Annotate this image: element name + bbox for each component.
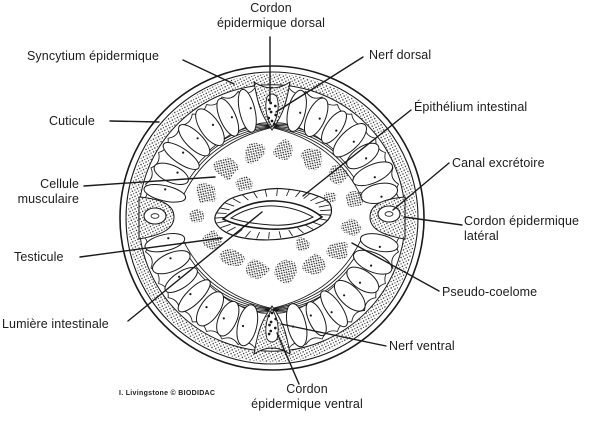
label-cordon-epidermique-lateral: Cordon épidermique latéral (464, 214, 580, 243)
leader-canal-excretoire (392, 162, 450, 211)
lateral-cord-left (138, 196, 175, 240)
leader-nerf-dorsal (275, 56, 364, 113)
label-cellule-musculaire: Cellule musculaire (17, 177, 79, 206)
leader-cordon-lateral (403, 216, 463, 226)
intestinal-lumen (221, 200, 324, 230)
leader-lumiere (127, 211, 263, 322)
leader-syncytium (182, 59, 235, 85)
label-testicule: Testicule (14, 250, 64, 264)
leader-lines (79, 36, 463, 385)
label-cordon-epidermique-dorsal: Cordon épidermique dorsal (216, 1, 326, 30)
leader-pseudo-coelome (351, 242, 440, 292)
label-cuticule: Cuticule (49, 114, 95, 128)
label-syncytium-epidermique: Syncytium épidermique (27, 49, 160, 63)
label-nerf-dorsal: Nerf dorsal (369, 48, 432, 62)
leader-epithelium (302, 109, 412, 197)
intestine (214, 187, 333, 241)
muscle-layer (140, 86, 404, 350)
leader-cuticule (109, 120, 160, 123)
label-cordon-epidermique-ventral: Cordon épidermique ventral (251, 382, 363, 411)
cuticle-ring (119, 65, 425, 371)
excretory-canal-right (377, 205, 401, 223)
ventral-epidermal-cord (253, 305, 291, 356)
credit-text: I. Livingstone © BIODIDAC (119, 390, 216, 397)
label-lumiere-intestinale: Lumière intestinale (2, 317, 109, 331)
leader-nerf-ventral (280, 323, 387, 347)
label-epithelium-intestinal: Épithélium intestinal (414, 100, 528, 114)
label-pseudo-coelome: Pseudo-coelome (442, 285, 538, 299)
leader-testicule (79, 237, 223, 258)
leader-cellule-musculaire (83, 176, 216, 187)
excretory-canal-left (143, 207, 167, 225)
label-canal-excretoire: Canal excrétoire (452, 156, 545, 170)
testis-tubules (189, 139, 364, 284)
dorsal-epidermal-cord (253, 80, 291, 131)
ventral-nerve-dots (267, 308, 278, 336)
leader-cordon-ventral (276, 332, 300, 385)
label-nerf-ventral: Nerf ventral (389, 339, 455, 353)
